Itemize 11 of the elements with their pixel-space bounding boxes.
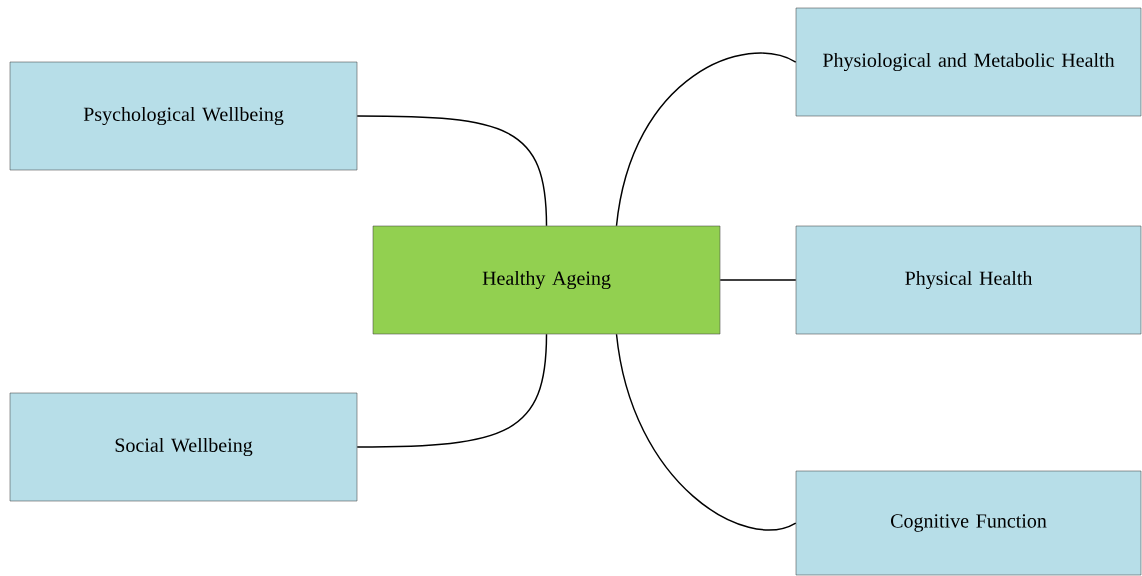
connector: [356, 115, 548, 227]
connector: [356, 333, 548, 448]
central-box: Healthy Ageing: [372, 225, 721, 335]
connector: [719, 279, 797, 281]
topic-box: Psychological Wellbeing: [9, 61, 358, 171]
topic-box: Social Wellbeing: [9, 392, 358, 502]
topic-box: Physiological and Metabolic Health: [795, 7, 1142, 117]
topic-box: Cognitive Function: [795, 470, 1142, 576]
connector: [615, 52, 797, 227]
connector: [615, 333, 797, 531]
topic-box: Physical Health: [795, 225, 1142, 335]
